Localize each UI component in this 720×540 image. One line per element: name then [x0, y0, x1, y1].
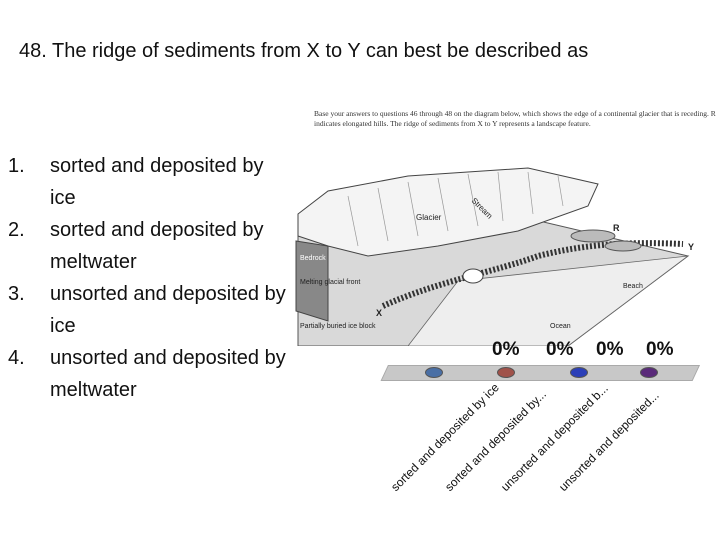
poll-dot	[640, 367, 658, 378]
choice-3[interactable]: 3. unsorted and deposited by ice	[8, 278, 293, 342]
poll-label: unsorted and deposited b...	[498, 381, 611, 494]
choice-2[interactable]: 2. sorted and deposited by meltwater	[8, 214, 293, 278]
elongated-hill	[605, 241, 641, 251]
elongated-hill	[571, 230, 615, 242]
answer-choices: 1. sorted and deposited by ice 2. sorted a…	[8, 150, 293, 406]
poll-dot	[570, 367, 588, 378]
label-ocean: Ocean	[550, 323, 571, 330]
choice-number: 1.	[8, 150, 25, 182]
label-y: Y	[688, 242, 694, 252]
poll-label: sorted and deposited by ice	[388, 380, 502, 494]
choice-text: unsorted and deposited by ice	[50, 283, 286, 337]
label-x: X	[376, 308, 382, 318]
poll-percent: 0%	[492, 339, 519, 361]
glacier-diagram: Glacier Stream Bedrock Melting glacial f…	[288, 106, 698, 346]
choice-number: 4.	[8, 342, 25, 374]
poll-label: sorted and deposited by...	[442, 387, 549, 494]
choice-text: sorted and deposited by ice	[50, 155, 264, 209]
poll-percent: 0%	[546, 339, 573, 361]
choice-text: unsorted and deposited by meltwater	[50, 347, 286, 401]
label-beach: Beach	[623, 283, 643, 290]
poll-percent: 0%	[646, 339, 673, 361]
choice-number: 2.	[8, 214, 25, 246]
choice-4[interactable]: 4. unsorted and deposited by meltwater	[8, 342, 293, 406]
choice-text: sorted and deposited by meltwater	[50, 219, 264, 273]
poll-label: unsorted and deposited...	[556, 388, 662, 494]
choice-1[interactable]: 1. sorted and deposited by ice	[8, 150, 293, 214]
poll-dot	[425, 367, 443, 378]
label-ice-block: Partially buried ice block	[300, 323, 376, 330]
label-bedrock: Bedrock	[300, 255, 326, 262]
question-text: 48. The ridge of sediments from X to Y c…	[19, 40, 588, 63]
ice-block	[463, 269, 483, 283]
label-glacier: Glacier	[416, 213, 442, 222]
poll-dot	[497, 367, 515, 378]
label-r: R	[613, 223, 620, 233]
label-melting-front: Melting glacial front	[300, 279, 360, 286]
poll-percent: 0%	[596, 339, 623, 361]
diagram-caption: Base your answers to questions 46 throug…	[314, 109, 720, 129]
choice-number: 3.	[8, 278, 25, 310]
